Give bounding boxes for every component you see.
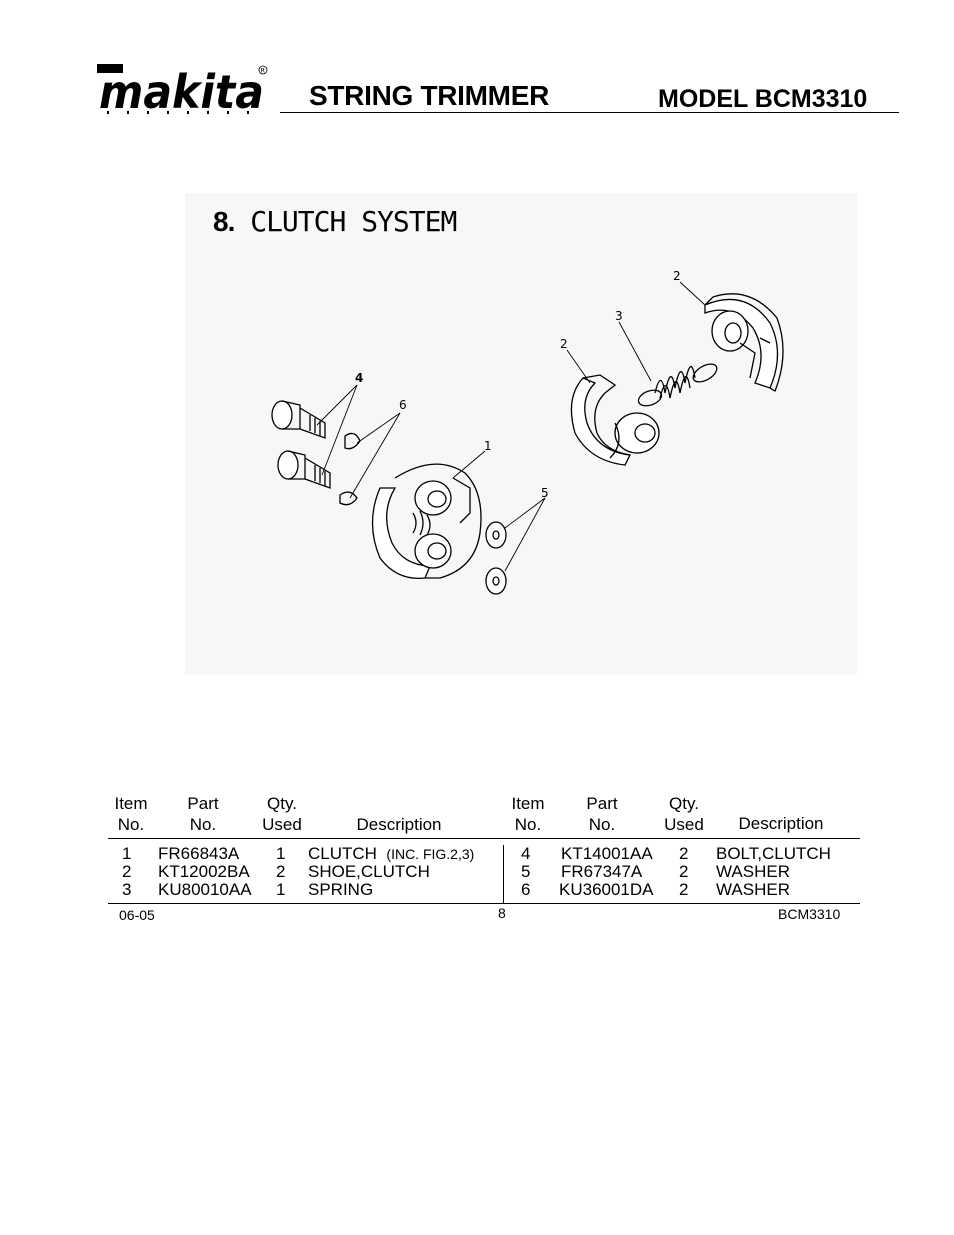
washer-drawing-upper [344,432,361,450]
item-no: 3 [122,880,132,899]
makita-logo: makita R [97,60,269,119]
exploded-view-drawing [271,281,784,595]
col-header-description: Description [356,815,442,834]
description: WASHER [716,880,790,899]
header-rule [280,112,899,113]
qty-used: 1 [276,844,286,863]
item-no: 5 [521,862,531,881]
footer-model: BCM3310 [778,906,841,922]
callout-1: 1 [484,439,492,453]
washer-drawing-5-upper [485,521,507,549]
qty-used: 2 [679,862,689,881]
footer-date: 06-05 [119,907,155,923]
qty-used: 1 [276,880,286,899]
callout-2-lower: 2 [560,337,568,351]
figure-title: 8. CLUTCH SYSTEM [213,205,457,238]
svg-text:R: R [261,68,265,75]
description: SHOE,CLUTCH [308,862,430,881]
description: CLUTCH (INC. FIG.2,3) [308,844,475,863]
figure-title-text: CLUTCH SYSTEM [250,205,457,238]
description-note: (INC. FIG.2,3) [386,846,475,862]
table-bottom-rule [108,903,860,904]
document-title: STRING TRIMMER [309,80,550,111]
callout-4: 4 [355,371,364,385]
callout-6: 6 [399,398,407,412]
callout-3: 3 [615,309,623,323]
part-no: FR67347A [561,862,643,881]
description: SPRING [308,880,374,899]
spring-drawing [637,363,718,407]
col-header-qty: Qty.Used [262,794,302,834]
qty-used: 2 [679,880,689,899]
qty-used: 2 [679,844,689,863]
item-no: 2 [122,862,132,881]
logo-wordmark: makita [99,65,264,116]
washer-drawing-5-lower [485,567,507,595]
callout-5: 5 [541,486,549,500]
clutch-shoe-drawing-lower [570,374,660,466]
bolt-drawing-lower [277,450,331,489]
table-top-rule [108,838,860,839]
part-no: KU80010AA [158,880,252,899]
part-no: KT12002BA [158,862,250,881]
leader-lines [316,281,706,572]
model-number: MODEL BCM3310 [658,85,868,113]
footer-page-number: 8 [498,905,506,921]
col-header-qty-right: Qty.Used [664,794,704,834]
callout-2-upper: 2 [673,269,681,283]
clutch-assembly-drawing [371,463,482,579]
qty-used: 2 [276,862,286,881]
washer-drawing-lower [339,491,358,506]
clutch-system-diagram: 8. CLUTCH SYSTEM [185,193,857,675]
col-header-description-right: Description [738,814,824,833]
figure-number: 8. [213,206,235,237]
table-column-divider [503,845,504,903]
description: BOLT,CLUTCH [716,844,831,863]
item-no: 4 [521,844,531,863]
part-no: KT14001AA [561,844,653,863]
clutch-shoe-drawing-upper [704,293,784,392]
description: WASHER [716,862,790,881]
item-no: 6 [521,880,531,899]
bolt-drawing-upper [271,400,326,439]
item-no: 1 [122,844,132,863]
part-no: KU36001DA [559,880,654,899]
part-no: FR66843A [158,844,240,863]
